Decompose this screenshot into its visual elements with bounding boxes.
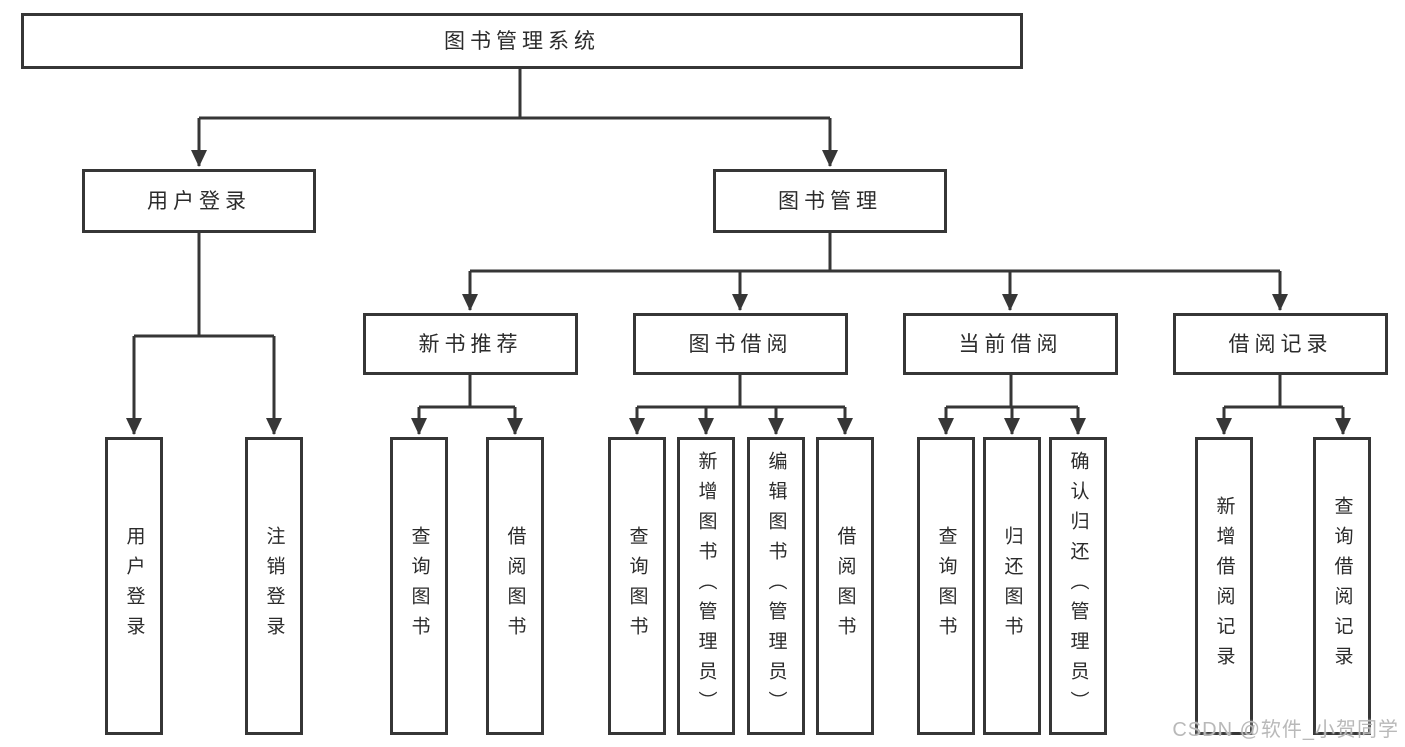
leaf-logout-login: 注销登录	[245, 437, 303, 735]
leaf-borrowing-borrow-books: 借阅图书	[816, 437, 874, 735]
node-label: 查询借阅记录	[1331, 496, 1353, 676]
leaf-records-query-borrow-record: 查询借阅记录	[1313, 437, 1371, 735]
connector-borrowing-records-to-leaves	[1216, 375, 1351, 435]
leaf-recommend-query-books: 查询图书	[390, 437, 448, 735]
node-label: 查询图书	[935, 526, 957, 646]
node-label: 新增图书（管理员）	[695, 451, 717, 721]
node-label: 查询图书	[626, 526, 648, 646]
leaf-current-confirm-return-admin: 确认归还（管理员）	[1049, 437, 1107, 735]
node-label: 用户登录	[123, 526, 145, 646]
node-book-borrowing: 图书借阅	[633, 313, 848, 375]
node-label: 查询图书	[408, 526, 430, 646]
leaf-records-add-borrow-record: 新增借阅记录	[1195, 437, 1253, 735]
node-library-management-system: 图书管理系统	[21, 13, 1023, 69]
node-label: 用户登录	[147, 189, 251, 213]
connector-current-borrowing-to-leaves	[938, 375, 1086, 435]
node-label: 新增借阅记录	[1213, 496, 1235, 676]
connector-user-login-to-leaves	[126, 233, 282, 435]
connector-book-borrowing-to-leaves	[629, 375, 853, 435]
leaf-current-query-books: 查询图书	[917, 437, 975, 735]
leaf-borrowing-add-books-admin: 新增图书（管理员）	[677, 437, 735, 735]
node-current-borrowing: 当前借阅	[903, 313, 1118, 375]
node-label: 借阅图书	[504, 526, 526, 646]
leaf-borrowing-query-books: 查询图书	[608, 437, 666, 735]
node-label: 图书管理	[778, 189, 882, 213]
node-label: 当前借阅	[958, 332, 1063, 356]
node-label: 归还图书	[1001, 526, 1023, 646]
leaf-recommend-borrow-books: 借阅图书	[486, 437, 544, 735]
node-user-login: 用户登录	[82, 169, 316, 233]
leaf-borrowing-edit-books-admin: 编辑图书（管理员）	[747, 437, 805, 735]
node-label: 确认归还（管理员）	[1067, 451, 1089, 721]
node-label: 图书管理系统	[444, 29, 600, 53]
connector-root-to-level2	[191, 69, 838, 167]
node-label: 新书推荐	[418, 332, 523, 356]
node-label: 注销登录	[263, 526, 285, 646]
node-label: 借阅记录	[1228, 332, 1333, 356]
leaf-current-return-books: 归还图书	[983, 437, 1041, 735]
node-label: 借阅图书	[834, 526, 856, 646]
node-label: 图书借阅	[688, 332, 793, 356]
connector-new-book-recommendation-to-leaves	[411, 375, 523, 435]
csdn-watermark: CSDN @软件_小贺同学	[1172, 719, 1399, 741]
leaf-user-login: 用户登录	[105, 437, 163, 735]
connector-book-management-to-level3	[462, 233, 1288, 311]
node-borrowing-records: 借阅记录	[1173, 313, 1388, 375]
node-book-management: 图书管理	[713, 169, 947, 233]
node-label: 编辑图书（管理员）	[765, 451, 787, 721]
node-new-book-recommendation: 新书推荐	[363, 313, 578, 375]
